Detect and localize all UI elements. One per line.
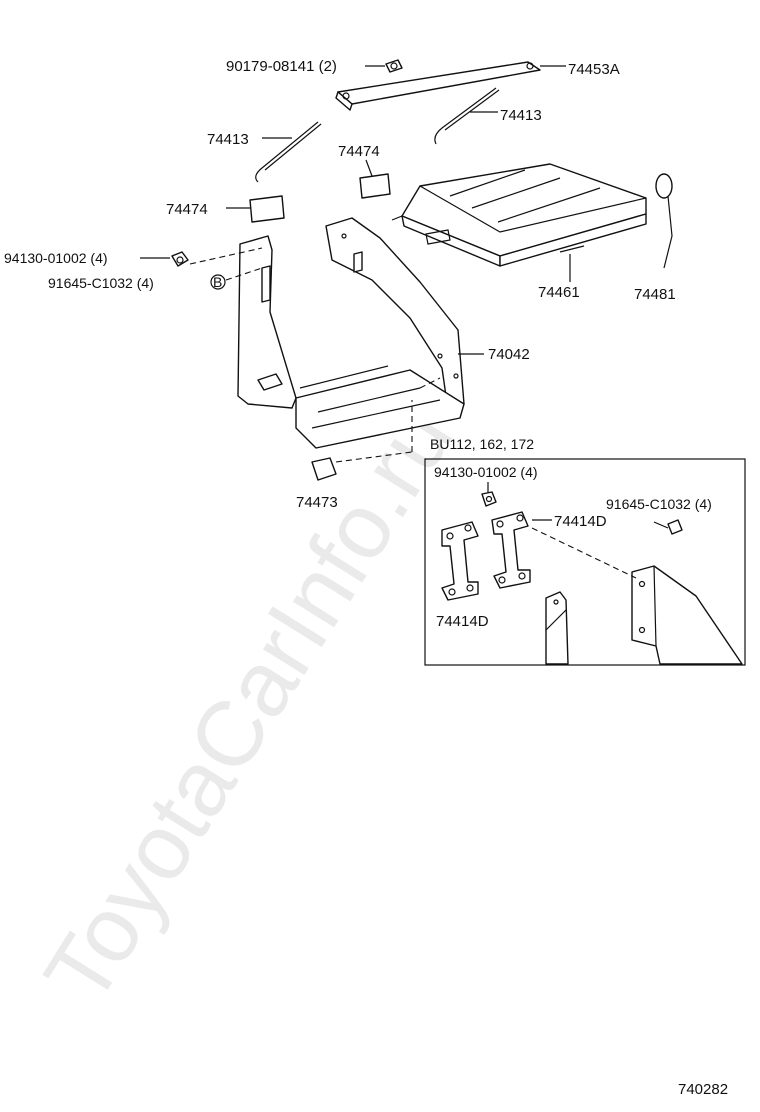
label-94130-01002: 94130-01002 (4) xyxy=(4,250,108,266)
inset-bu112-162-172: BU112, 162, 172 94130-01002 (4) 91645-C1… xyxy=(424,436,746,666)
battery-tray-74461 xyxy=(391,163,647,267)
inset-bolt-91645 xyxy=(653,519,683,535)
label-74461: 74461 xyxy=(538,284,580,301)
battery-carrier-74042 xyxy=(237,217,465,449)
inset-title: BU112, 162, 172 xyxy=(430,436,534,452)
label-91645-c1032: 91645-C1032 (4) xyxy=(48,275,154,291)
clamp-bar-74453A xyxy=(335,61,541,111)
inset-plate-74414D-left xyxy=(441,521,479,601)
label-74413-right: 74413 xyxy=(500,107,542,124)
pad-74474-top xyxy=(359,173,391,199)
callout-b-circle xyxy=(210,274,226,290)
inset-bracket-left xyxy=(545,591,569,665)
label-74481: 74481 xyxy=(634,286,676,303)
inset-label-74414D-left: 74414D xyxy=(436,613,489,630)
inset-bracket-right xyxy=(631,565,743,665)
wing-bolt-74481 xyxy=(655,173,673,269)
inset-label-94130-01002: 94130-01002 (4) xyxy=(434,464,538,480)
label-74042: 74042 xyxy=(488,346,530,363)
figure-number: 740282 xyxy=(678,1081,728,1098)
inset-label-91645-c1032: 91645-C1032 (4) xyxy=(606,496,712,512)
inset-frame xyxy=(424,458,746,666)
callout-b-text: B xyxy=(213,274,222,290)
inset-nut-94130 xyxy=(481,491,497,507)
hook-rod-74413-left xyxy=(255,121,322,183)
watermark-text: ToyotaCarInfo.ru xyxy=(25,390,472,1021)
label-74453A: 74453A xyxy=(568,61,620,78)
label-74474-left: 74474 xyxy=(166,201,208,218)
label-74473: 74473 xyxy=(296,494,338,511)
inset-label-74414D-right: 74414D xyxy=(554,513,607,530)
hook-rod-74413-right xyxy=(434,87,500,145)
clip-74473 xyxy=(311,457,337,481)
nut-94130-left xyxy=(171,251,189,267)
label-74474-top: 74474 xyxy=(338,143,380,160)
clip-nut-90179 xyxy=(385,59,403,73)
label-74413-left: 74413 xyxy=(207,131,249,148)
label-90179-08141: 90179-08141 (2) xyxy=(226,58,337,75)
pad-74474-left xyxy=(249,195,285,223)
inset-plate-74414D-right xyxy=(491,511,531,589)
